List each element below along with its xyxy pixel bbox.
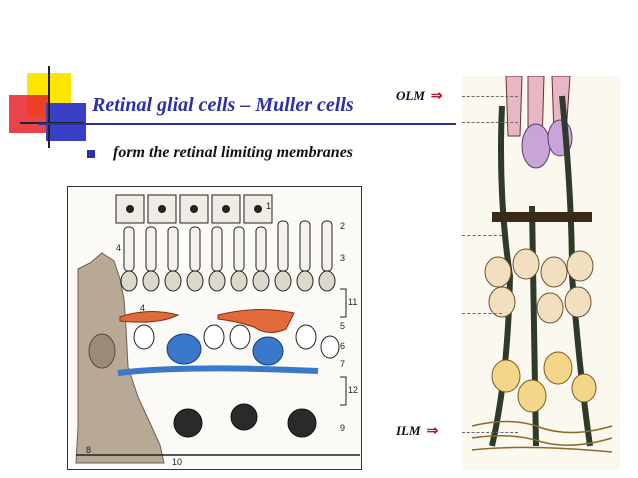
title-underline (38, 123, 456, 125)
fig-label-4b: 4 (140, 303, 146, 313)
ilm-marker: ILM ⇒ (396, 423, 438, 440)
corner-vertical-line (48, 66, 50, 148)
bipolar-processes (117, 365, 319, 376)
muller-cell-illustration-svg (462, 76, 620, 470)
inner-nuclei (491, 351, 597, 413)
inner-nuclear-cells (133, 324, 340, 359)
fig-label-5: 5 (340, 321, 346, 331)
corner-red-square (9, 95, 49, 133)
ganglion-cells (173, 403, 317, 438)
fig-label-7: 7 (340, 359, 346, 369)
olm-marker: OLM ⇒ (396, 88, 443, 105)
fig-label-8: 8 (86, 445, 92, 455)
layer-dashed-line (462, 313, 502, 314)
fig-label-9: 9 (340, 423, 346, 433)
bullet-text: form the retinal limiting membranes (113, 144, 354, 161)
olm-label: OLM (396, 88, 425, 103)
fig-label-12: 12 (348, 385, 359, 395)
fig-label-2: 2 (340, 221, 346, 231)
fig-label-10: 10 (172, 457, 183, 467)
olm-arrow-icon: ⇒ (430, 89, 443, 104)
plexiform-fibers (471, 420, 613, 453)
layer-dashed-line (462, 122, 518, 123)
fig-label-6: 6 (340, 341, 346, 351)
muller-cell-shape (75, 252, 165, 464)
fig-label-4a: 4 (116, 243, 122, 253)
layer-dashed-line (462, 235, 502, 236)
photoreceptor-nuclei (120, 270, 336, 292)
retina-diagram: 1 2 3 4 4 5 6 7 8 9 10 11 12 (67, 186, 362, 470)
fig-label-1: 1 (266, 201, 272, 211)
outer-nuclei (484, 248, 594, 324)
bullet-square-icon (87, 150, 95, 158)
muller-cell-illustration (462, 76, 620, 470)
retina-diagram-svg (75, 194, 360, 464)
photoreceptors (123, 220, 333, 272)
muller-nucleus (88, 333, 116, 369)
fig-label-11: 11 (348, 297, 358, 307)
bracket-11 (340, 288, 347, 318)
bracket-12 (340, 376, 347, 406)
pigment-epithelium (115, 194, 273, 224)
horizontal-cell-left (119, 311, 180, 323)
pigment-dots (126, 205, 262, 213)
ilm-arrow-icon: ⇒ (426, 424, 439, 439)
bipolar-cell-left (166, 333, 202, 365)
ilm-dashed-line (462, 432, 518, 433)
olm-band (492, 212, 592, 222)
fig-label-3: 3 (340, 253, 346, 263)
slide-title: Retinal glial cells – Muller cells (92, 94, 354, 116)
bipolar-cell-right (252, 336, 284, 366)
olm-dashed-line (462, 96, 518, 97)
horizontal-cell-right (217, 308, 295, 333)
ilm-label: ILM (396, 423, 421, 438)
